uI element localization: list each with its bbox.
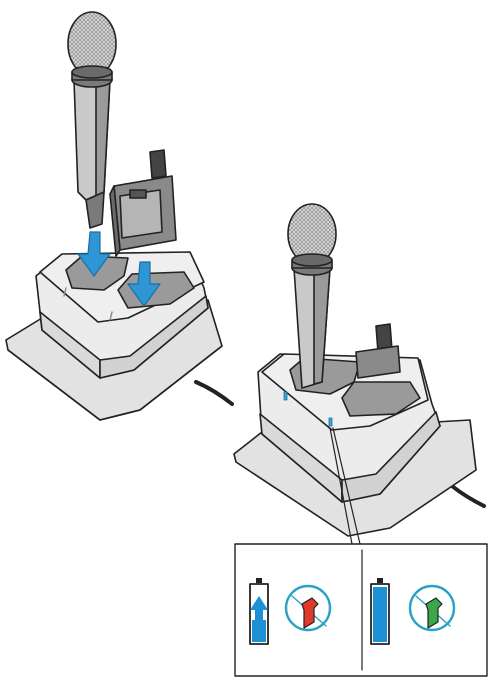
led-indicator-right — [329, 418, 332, 426]
battery-charging-icon — [250, 578, 268, 644]
scene-top-insert — [6, 12, 232, 420]
bodypack-transmitter-bottom — [356, 324, 400, 378]
charger-top — [6, 252, 222, 420]
led-green-icon — [410, 586, 454, 630]
led-red-icon — [286, 586, 330, 630]
scene-bottom-charging — [234, 204, 484, 544]
charger-bottom — [234, 354, 476, 536]
led-status-legend — [235, 544, 487, 676]
battery-full-icon — [371, 578, 389, 644]
charger-cable — [196, 382, 232, 404]
bodypack-display-top — [130, 190, 146, 198]
led-indicator-left — [284, 392, 287, 400]
charger-cable — [452, 486, 484, 506]
bodypack-transmitter-top — [110, 150, 176, 256]
handheld-microphone-top — [68, 12, 116, 228]
